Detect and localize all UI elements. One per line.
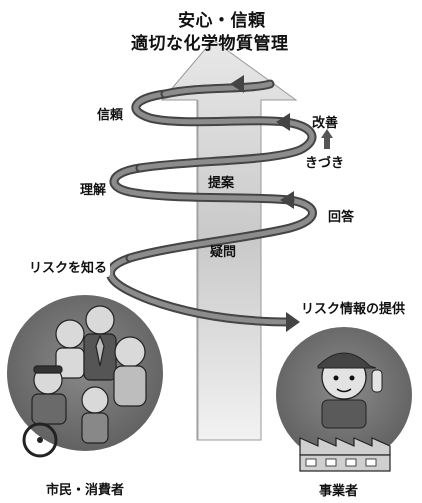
business-illustration xyxy=(276,327,412,472)
label-question: 疑問 xyxy=(210,245,237,260)
title-line-2: 適切な化学物質管理 xyxy=(131,34,289,54)
citizens-illustration xyxy=(7,295,163,458)
label-trust: 信頼 xyxy=(94,103,127,124)
label-awareness: きづき xyxy=(305,156,345,171)
label-know-risk: リスクを知る xyxy=(26,256,111,277)
title-line-1: 安心・信頼 xyxy=(178,11,266,31)
label-answer: 回答 xyxy=(325,205,358,226)
label-improvement: 改善 xyxy=(312,116,339,131)
label-understanding: 理解 xyxy=(77,178,110,199)
caption-citizens: 市民・消費者 xyxy=(46,483,125,498)
improvement-up-arrow xyxy=(321,129,333,149)
label-proposal: 提案 xyxy=(208,176,235,191)
label-provide-risk-info: リスク情報の提供 xyxy=(298,297,409,318)
dialogue-spiral xyxy=(105,75,317,332)
caption-business: 事業者 xyxy=(319,484,359,499)
